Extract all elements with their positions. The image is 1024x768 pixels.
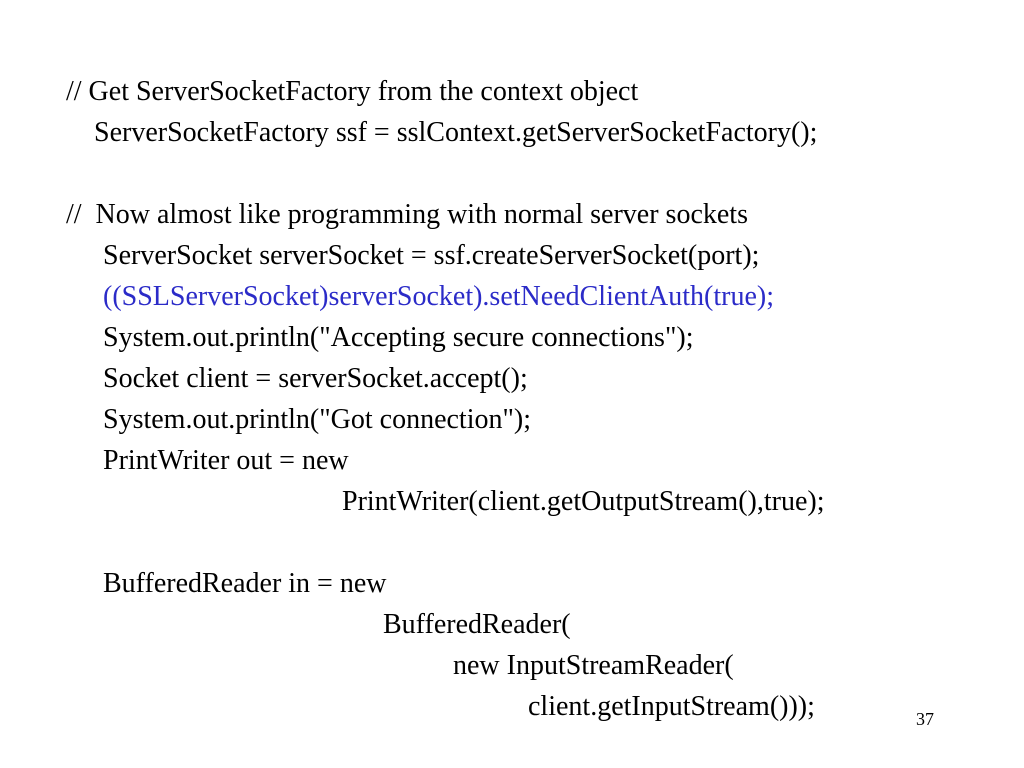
code-line-print-accepting: System.out.println("Accepting secure con…	[103, 322, 694, 353]
code-line-bufferedreader-init: BufferedReader(	[383, 609, 571, 640]
code-line-accept-client: Socket client = serverSocket.accept();	[103, 363, 528, 394]
code-line-printwriter-init: PrintWriter(client.getOutputStream(),tru…	[342, 486, 825, 517]
code-line-factory-assign: ServerSocketFactory ssf = sslContext.get…	[94, 117, 818, 148]
code-line-get-input-stream: client.getInputStream()));	[528, 691, 815, 722]
code-line-server-socket: ServerSocket serverSocket = ssf.createSe…	[103, 240, 760, 271]
code-line-need-client-auth: ((SSLServerSocket)serverSocket).setNeedC…	[103, 281, 775, 312]
code-line-print-got-connection: System.out.println("Got connection");	[103, 404, 532, 435]
code-line-bufferedreader-decl: BufferedReader in = new	[103, 568, 387, 599]
code-line-printwriter-decl: PrintWriter out = new	[103, 445, 349, 476]
code-line-comment-get-factory: // Get ServerSocketFactory from the cont…	[66, 76, 639, 107]
page-number: 37	[916, 709, 934, 729]
code-line-comment-normal-sockets: // Now almost like programming with norm…	[66, 199, 748, 230]
code-line-inputstreamreader: new InputStreamReader(	[453, 650, 734, 681]
